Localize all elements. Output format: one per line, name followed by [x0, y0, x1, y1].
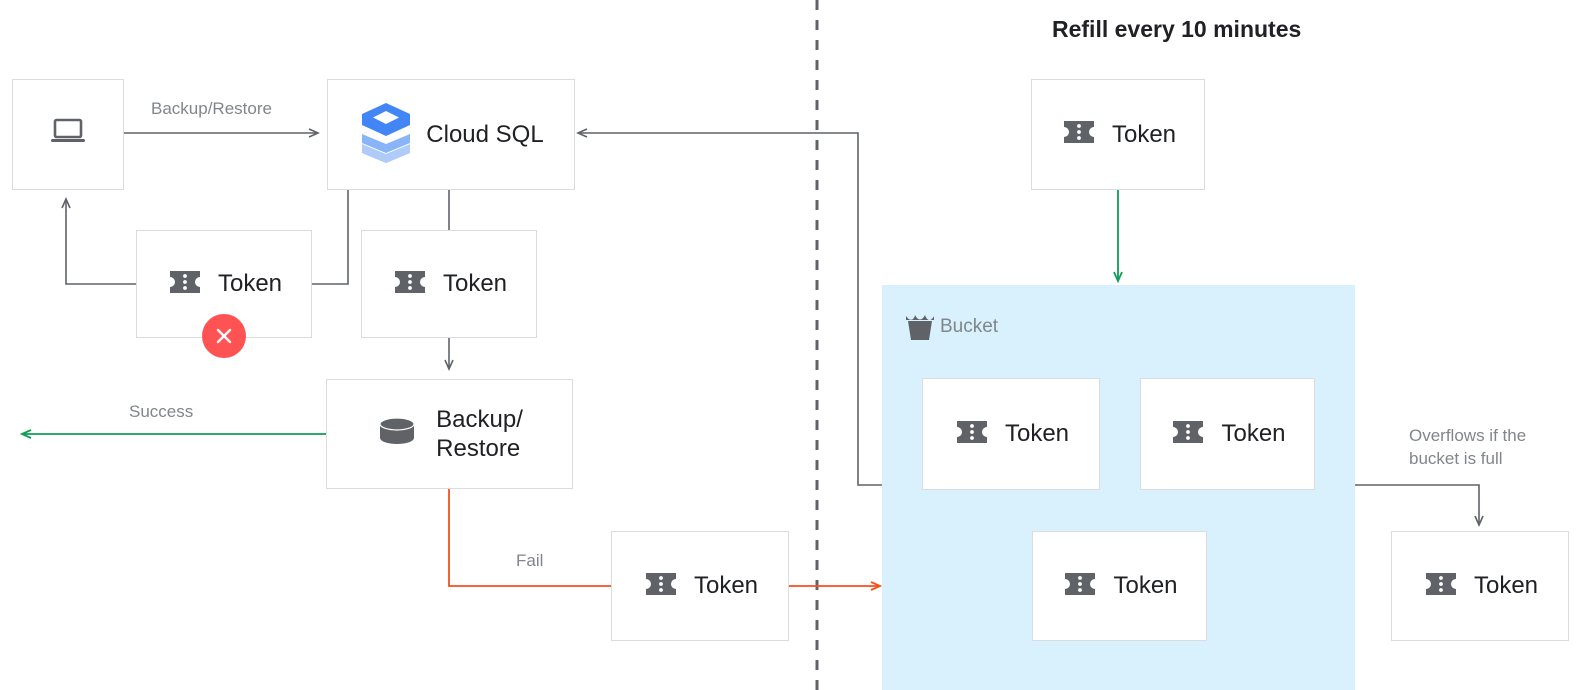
token-label: Token: [1004, 420, 1070, 447]
cloud-sql-icon: [358, 101, 414, 168]
token-label: Token: [1111, 120, 1177, 148]
token-label: Token: [217, 270, 283, 297]
database-icon: [376, 415, 418, 454]
edge-label-fail: Fail: [516, 551, 544, 570]
token-icon: [953, 413, 991, 456]
page-title: Refill every 10 minutes: [1052, 16, 1302, 42]
token-fail-node[interactable]: Token: [611, 531, 789, 641]
token-overflow-node[interactable]: Token: [1391, 531, 1569, 641]
edge-bucket-overflow: [1355, 484, 1484, 527]
token-icon: [1060, 113, 1098, 156]
edge-label-success: Success: [129, 402, 194, 421]
close-icon: [216, 328, 232, 344]
edge-fail: [448, 489, 611, 587]
token-label: Token: [1473, 572, 1539, 599]
backup-restore-label: Backup/ Restore: [436, 405, 523, 464]
token-icon: [1169, 413, 1207, 456]
token-label: Token: [693, 572, 759, 599]
token-icon: [642, 565, 680, 608]
laptop-icon: [50, 117, 86, 152]
token-icon: [1061, 565, 1099, 608]
cloud-sql-label: Cloud SQL: [426, 120, 544, 148]
token-label: Token: [442, 270, 508, 297]
bucket-token-1[interactable]: Token: [922, 378, 1100, 490]
edge-label-overflow: Overflows if the bucket is full: [1409, 425, 1569, 471]
bucket-label: Bucket: [940, 316, 999, 337]
backup-line1: Backup/: [436, 405, 523, 433]
error-x-badge: [202, 314, 246, 358]
cloud-sql-node[interactable]: Cloud SQL: [327, 79, 575, 190]
token-icon: [166, 263, 204, 306]
bucket-token-2[interactable]: Token: [1140, 378, 1315, 490]
edge-bucket-to-cloudsql: [576, 128, 882, 486]
token-label: Token: [1113, 572, 1178, 599]
token-icon: [391, 263, 429, 306]
bucket-icon: [903, 310, 937, 349]
client-node[interactable]: [12, 79, 124, 190]
token-label: Token: [1221, 420, 1286, 447]
token-consumed-node[interactable]: Token: [361, 230, 537, 338]
token-refill-node[interactable]: Token: [1031, 79, 1205, 190]
overflow-line2: bucket is full: [1409, 448, 1503, 468]
backup-restore-node[interactable]: Backup/ Restore: [326, 379, 573, 489]
bucket-token-3[interactable]: Token: [1032, 531, 1207, 641]
overflow-line1: Overflows if the: [1409, 426, 1527, 445]
backup-line2: Restore: [436, 435, 521, 462]
token-icon: [1422, 565, 1460, 608]
edge-label-backup-restore: Backup/Restore: [151, 99, 272, 118]
